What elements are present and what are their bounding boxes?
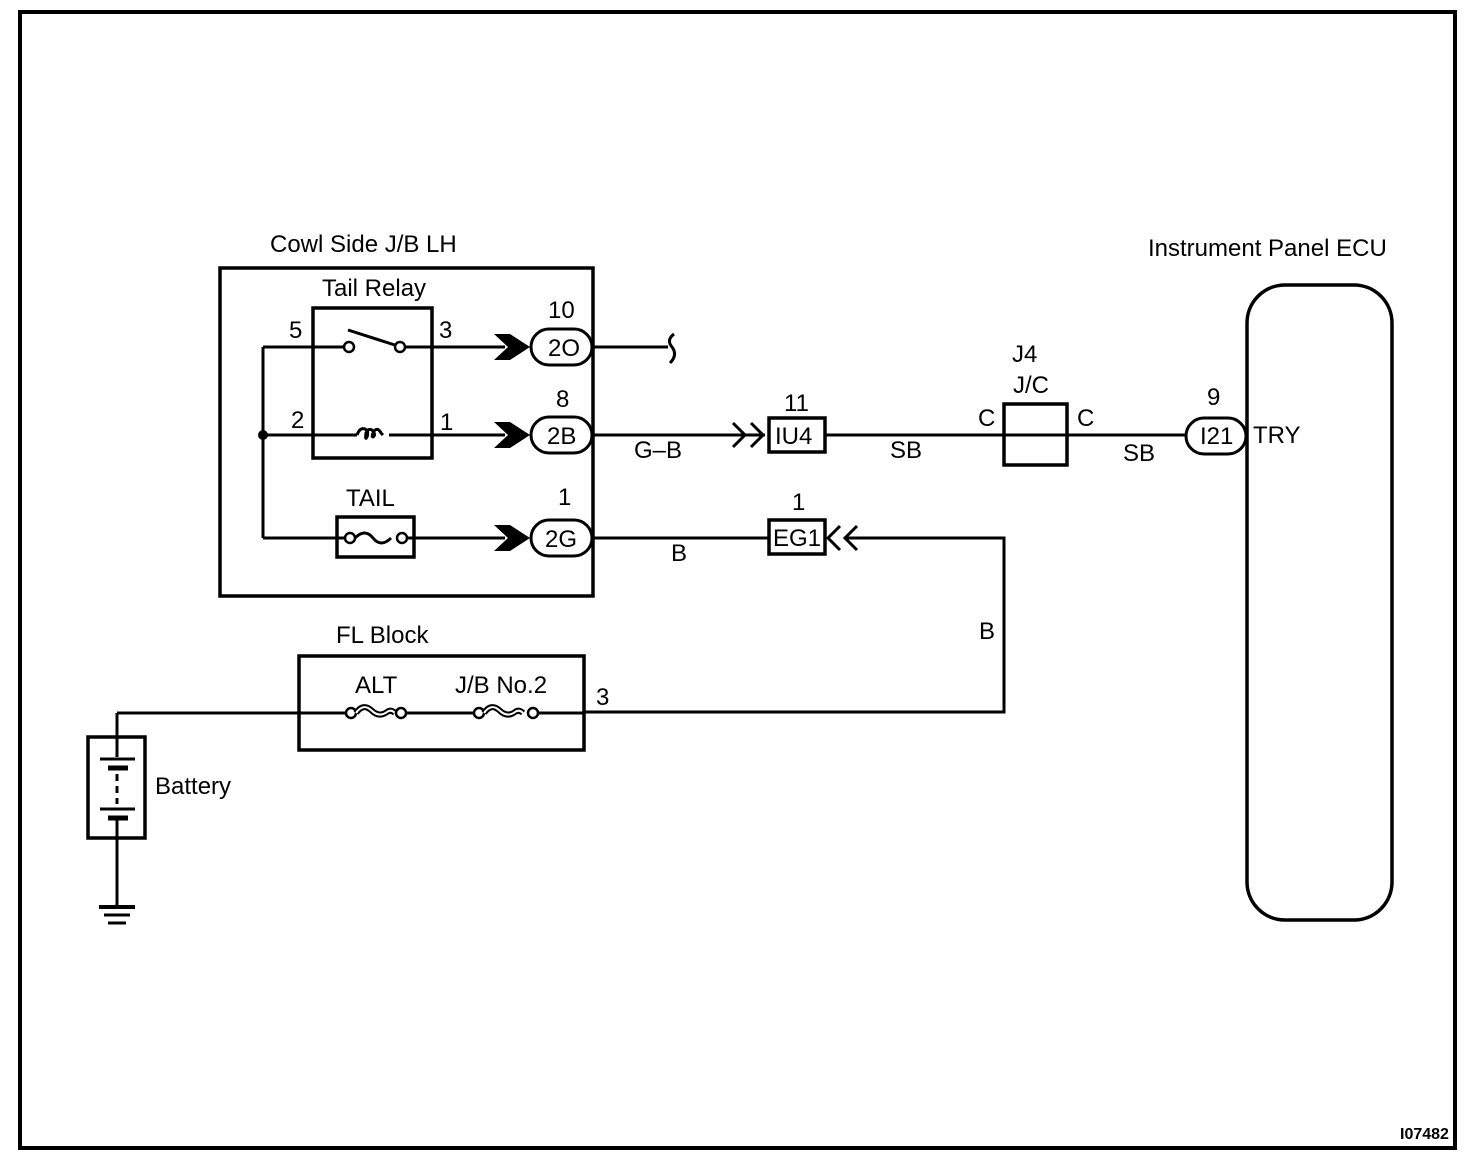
tail-fuse-label: TAIL bbox=[346, 485, 395, 512]
ecu-terminal: TRY bbox=[1253, 422, 1301, 449]
outer-frame bbox=[18, 10, 1457, 1150]
ecu-connector-code: I21 bbox=[1200, 423, 1233, 450]
ecu-title: Instrument Panel ECU bbox=[1148, 235, 1387, 262]
connector-2b-pin: 8 bbox=[556, 386, 569, 413]
junction-connector-j4: J4 J/C C C bbox=[978, 341, 1094, 467]
ecu-connector-pin: 9 bbox=[1207, 384, 1220, 411]
relay-switch-icon bbox=[263, 328, 505, 354]
connector-iu4-code: IU4 bbox=[775, 423, 812, 450]
connector-2o-code: 2O bbox=[548, 335, 580, 362]
fuse-icon bbox=[353, 531, 393, 545]
fl-block-out-pin: 3 bbox=[596, 684, 609, 711]
junction-dot bbox=[258, 430, 268, 440]
connector-2b-code: 2B bbox=[547, 423, 576, 450]
connector-eg1: EG1 1 bbox=[767, 489, 859, 556]
female-arrow-icon bbox=[494, 525, 530, 551]
relay-coil-icon bbox=[263, 427, 505, 440]
tail-relay-box bbox=[311, 306, 434, 460]
connector-2o: 2O 10 bbox=[494, 297, 594, 367]
male-arrow-icon bbox=[731, 421, 766, 449]
connector-2b: 2B 8 bbox=[494, 386, 594, 455]
fl-block: FL Block ALT J/B No.2 3 bbox=[117, 622, 609, 752]
wire-sb-2-label: SB bbox=[1123, 440, 1155, 467]
j4-title: J4 bbox=[1012, 341, 1037, 368]
relay-pin-5: 5 bbox=[289, 317, 302, 344]
j4-right-pin: C bbox=[1077, 405, 1094, 432]
connector-eg1-pin: 1 bbox=[792, 489, 805, 516]
connector-iu4-pin: 11 bbox=[784, 390, 809, 417]
cowl-side-jb: Cowl Side J/B LH Tail Relay 5 3 2 1 bbox=[218, 231, 595, 598]
fl-block-title: FL Block bbox=[336, 622, 429, 649]
j4-left-pin: C bbox=[978, 405, 995, 432]
relay-pin-3: 3 bbox=[439, 317, 452, 344]
fl-fuse-alt-label: ALT bbox=[355, 672, 398, 699]
connector-eg1-code: EG1 bbox=[773, 525, 821, 552]
ecu-connector bbox=[1184, 416, 1248, 456]
connector-2o-pin: 10 bbox=[548, 297, 575, 324]
tail-relay: Tail Relay 5 3 2 1 bbox=[263, 275, 505, 460]
female-arrow-icon bbox=[494, 422, 530, 448]
connector-2g: 2G 1 bbox=[494, 484, 594, 558]
wire-b-2 bbox=[584, 536, 1006, 714]
instrument-panel-ecu: Instrument Panel ECU I21 9 TRY bbox=[1148, 235, 1394, 922]
connector-2g-code: 2G bbox=[545, 526, 577, 553]
figure-id: I07482 bbox=[1400, 1126, 1449, 1143]
fl-block-box bbox=[297, 654, 586, 752]
wire-break-icon bbox=[667, 332, 677, 365]
connector-2g-pin: 1 bbox=[558, 484, 571, 511]
battery: Battery bbox=[86, 713, 231, 906]
tail-relay-title: Tail Relay bbox=[322, 275, 426, 302]
wire-gb-label: G–B bbox=[634, 437, 682, 464]
cowl-jb-title: Cowl Side J/B LH bbox=[270, 231, 457, 258]
connector-iu4: IU4 11 bbox=[731, 390, 827, 454]
female-arrow-icon bbox=[494, 334, 530, 360]
ground-icon bbox=[99, 905, 135, 925]
wire-b-2-label: B bbox=[979, 618, 995, 645]
relay-pin-2: 2 bbox=[291, 407, 304, 434]
battery-label: Battery bbox=[155, 773, 231, 800]
wire-sb-1-label: SB bbox=[890, 437, 922, 464]
tail-fuse: TAIL bbox=[263, 485, 505, 559]
fl-fuse-jb2-label: J/B No.2 bbox=[455, 672, 547, 699]
wire-b-1-label: B bbox=[671, 540, 687, 567]
relay-pin-1: 1 bbox=[440, 409, 453, 436]
ecu-box bbox=[1245, 283, 1394, 922]
j4-subtitle: J/C bbox=[1013, 372, 1049, 399]
